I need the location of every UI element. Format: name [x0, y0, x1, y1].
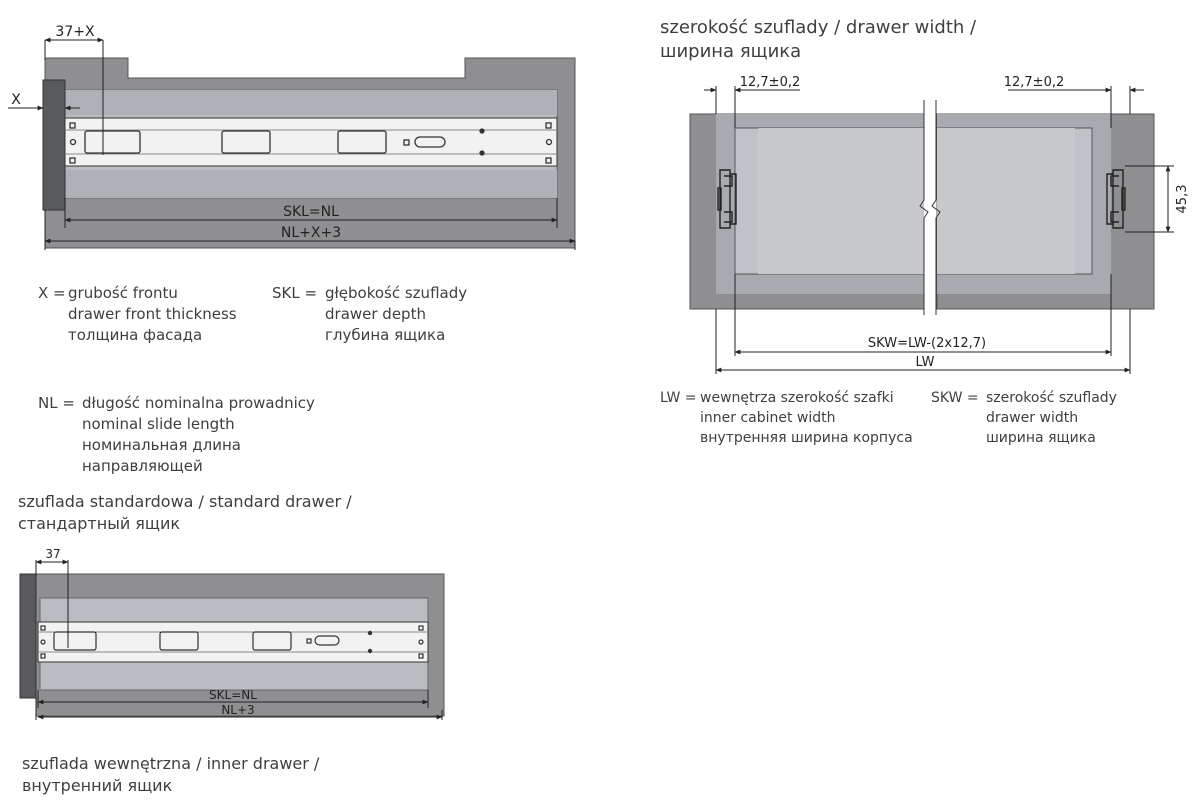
dim-skw-label: SKW=LW-(2x12,7) [868, 336, 986, 351]
legend-right: LW = wewnętrza szerokość szafki inner ca… [660, 388, 1180, 458]
legend-skl-ru: глубина ящика [325, 326, 446, 344]
legend-x-pl: grubość frontu [68, 284, 178, 302]
drawer-front [19, 573, 37, 699]
legend-lw-pl: wewnętrza szerokość szafki [700, 390, 894, 406]
drawer-width-title: szerokość szuflady / drawer width / шири… [660, 16, 976, 64]
dim-skl-label: SKL=NL [283, 204, 339, 220]
caption-standard-line2: стандартный ящик [18, 514, 181, 533]
legend-nl-ru1: номинальная длина [82, 436, 241, 454]
inner-drawer-diagram: 37 SKL=NL NL+3 [19, 547, 445, 720]
legend-skl-key: SKL = [272, 284, 318, 302]
caption-standard-drawer: szuflada standardowa / standard drawer /… [18, 491, 352, 535]
slide-holes [69, 122, 553, 164]
legend-left: X = grubość frontu drawer front thicknes… [38, 283, 598, 483]
standard-drawer-diagram: 37+X X SKL=NL NL+X+3 [8, 24, 576, 250]
legend-nl-ru2: направляющей [82, 457, 203, 475]
legend-skw-en: drawer width [986, 410, 1079, 426]
dim-x-label: X [11, 92, 21, 108]
slide-rail [64, 117, 558, 167]
right-slide-profile [1106, 169, 1126, 229]
legend-lw-en: inner cabinet width [700, 410, 836, 426]
slide-holes [40, 625, 424, 659]
caption-inner-line1: szuflada wewnętrzna / inner drawer / [22, 754, 320, 773]
dim-37x-label: 37+X [55, 24, 95, 40]
legend-x-ru: толщина фасада [68, 326, 203, 344]
legend-nl-pl: długość nominalna prowadnicy [82, 394, 315, 412]
drawer-width-title-line2: ширина ящика [660, 41, 802, 62]
dim-37-label: 37 [45, 547, 60, 561]
dim-right-clearance-label: 12,7±0,2 [1004, 75, 1065, 90]
legend-x-en: drawer front thickness [68, 305, 237, 323]
legend-skw-ru: ширина ящика [986, 430, 1096, 446]
legend-nl-key: NL = [38, 394, 75, 412]
legend-lw-ru: внутренняя ширина корпуса [700, 430, 913, 446]
legend-skw-key: SKW = [931, 390, 979, 406]
legend-skl-en: drawer depth [325, 305, 426, 323]
drawer-width-diagram: 12,7±0,2 12,7±0,2 45,3 SKW=LW-(2x12,7) L… [689, 75, 1190, 374]
caption-inner-drawer: szuflada wewnętrzna / inner drawer / вну… [22, 753, 319, 797]
legend-skl-pl: głębokość szuflady [325, 284, 468, 302]
caption-inner-line2: внутренний ящик [22, 776, 173, 795]
legend-skw-pl: szerokość szuflady [986, 390, 1117, 406]
drawer-front [42, 79, 66, 211]
drawer-width-title-line1: szerokość szuflady / drawer width / [660, 17, 977, 38]
dim-nlx3-label: NL+X+3 [281, 225, 341, 241]
legend-nl-en: nominal slide length [82, 415, 235, 433]
legend-x-key: X = [38, 284, 66, 302]
dim-nl3-label: NL+3 [221, 703, 254, 717]
break-gap [924, 100, 936, 315]
legend-lw-key: LW = [660, 390, 697, 406]
dim-skl-label: SKL=NL [209, 688, 257, 702]
caption-standard-line1: szuflada standardowa / standard drawer / [18, 492, 352, 511]
dim-lw-label: LW [916, 355, 935, 370]
dim-height-label: 45,3 [1175, 185, 1190, 214]
left-slide-profile [717, 169, 737, 229]
dim-left-clearance-label: 12,7±0,2 [740, 75, 801, 90]
slide-rail [37, 621, 429, 663]
